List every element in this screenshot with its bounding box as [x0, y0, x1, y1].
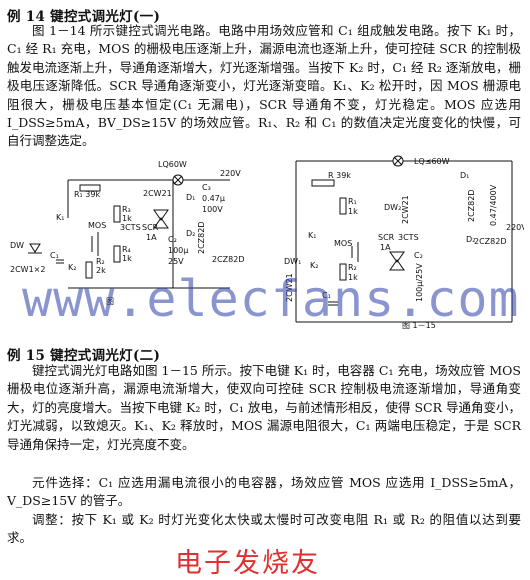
fig15-r1-resistor	[339, 197, 347, 215]
fig15-mos-label: MOS	[334, 239, 352, 248]
example-15-title: 例 15 键控式调光灯(二)	[7, 348, 161, 364]
fig14-scr-label: SCR	[142, 223, 159, 232]
fig14-r2-label: R₂	[96, 257, 105, 266]
fig14-r3-label: R₃	[122, 205, 131, 214]
fig14-c1-label: C₁	[50, 251, 59, 260]
r4-resistor	[113, 245, 121, 263]
fig15-dw1-label: DW₁	[284, 257, 301, 266]
fig15-r2-label: R₂	[348, 263, 357, 272]
fig14-mains-label: 220V	[220, 169, 241, 178]
fig14-c3-voltage: 100V	[202, 205, 223, 214]
fig14-r4-label: R₄	[122, 245, 131, 254]
zener-diode-dw	[29, 243, 41, 253]
fig14-r3-value: 1k	[122, 214, 132, 223]
fig15-c1-label: C₁	[322, 291, 331, 300]
fig15-c2-label: C₂	[414, 251, 423, 260]
fig15-c3-label: 0.47/400V	[489, 184, 498, 226]
fig14-r4-value: 1k	[122, 254, 132, 263]
r2-resistor	[85, 261, 93, 279]
fig15-scr-rating: 1A	[380, 243, 391, 252]
r-39k-resistor	[311, 179, 335, 187]
fig14-r1-label: R₁ 39k	[74, 190, 100, 199]
fig15-mains-label: 220V	[506, 223, 524, 232]
scr-triac-symbol	[153, 209, 169, 221]
fig15-zener-label: 2CW21	[401, 195, 410, 224]
fig14-figure-label: 图	[106, 297, 114, 306]
fig14-k2-label: K₂	[68, 263, 76, 272]
figure-1-14-circuit: LQ60W 220V R₁ 39k MOS R₃ 1k DW 2CW1×2 C₁…	[10, 160, 245, 306]
fig14-diode-type: 2CZ82D	[197, 222, 206, 255]
example-14-title: 例 14 键控式调光灯(一)	[7, 9, 161, 25]
fig14-c2-label: C₂	[168, 235, 177, 244]
fig15-cts-label: 3CTS	[398, 233, 419, 242]
example-14-body: 图 1－14 所示键控式调光电路。电路中用场效应管和 C₁ 组成触发电路。按下 …	[7, 23, 521, 149]
fig15-r2-value: 1k	[348, 273, 358, 282]
footer-watermark: 电子发烧友	[175, 548, 320, 579]
fig15-d1-label: D₁	[460, 171, 469, 180]
example-15-body: 键控式调光灯电路如图 1－15 所示。按下电键 K₁ 时，电容器 C₁ 充电，场…	[7, 363, 521, 452]
fig15-r1-value: 1k	[348, 207, 358, 216]
fig15-diode-type: 2CZ82D	[467, 190, 476, 223]
fig15-caption: 图 1－15	[402, 321, 436, 330]
fig14-mos-label: MOS	[88, 221, 106, 230]
fig14-d1-label: D₁	[186, 193, 195, 202]
r3-resistor	[113, 205, 121, 223]
fig14-r2-value: 2k	[96, 266, 106, 275]
fig15-d2-label: D₂	[466, 235, 475, 244]
fig15-r2-resistor	[339, 263, 347, 281]
fig14-zener-label: 2CW1×2	[10, 265, 45, 274]
fig14-scr-rating: 1A	[146, 233, 157, 242]
r1-resistor	[79, 184, 101, 192]
scr-triac-symbol-2	[389, 251, 405, 263]
fig14-k1-label: K₁	[56, 213, 64, 222]
fig15-diode-type-2: 2CZ82D	[474, 237, 507, 246]
fig14-c2-voltage: 25V	[168, 257, 184, 266]
fig14-c2-value: 100μ	[168, 246, 188, 255]
fig14-c3-label: C₃	[202, 183, 211, 192]
fig15-c2-value: 100μ/25V	[415, 263, 424, 302]
fig15-zener-label-2: 2CW21	[285, 273, 294, 302]
example-15-adjust: 调整：按下 K₁ 或 K₂ 时灯光变化太快或太慢时可改变电阻 R₁ 或 R₂ 的…	[7, 512, 521, 546]
figure-1-15-circuit: LQ≤60W R 39k K₁ K₂ R₁ 1k R₂ 1k MOS DW₁ D…	[284, 155, 524, 330]
fig14-c3-value: 0.47μ	[202, 194, 225, 203]
fig14-dw2-label: 2CW21	[143, 189, 172, 198]
fig15-r-label: R 39k	[328, 171, 351, 180]
fig15-k2-label: K₂	[310, 261, 318, 270]
fig14-lamp-label: LQ60W	[158, 160, 187, 169]
fig14-d2-label: D₂	[186, 229, 195, 238]
fig14-dw-label: DW	[10, 241, 24, 250]
fig14-diode-type-2: 2CZ82D	[212, 255, 245, 264]
watermark-url: www.elecfans.com	[22, 270, 520, 328]
example-15-components: 元件选择：C₁ 应选用漏电流很小的电容器，场效应管 MOS 应选用 I_DSS≥…	[7, 475, 521, 509]
fig15-k1-label: K₁	[308, 231, 316, 240]
fig15-dw2-label: DW₂	[384, 203, 401, 212]
fig15-scr-label: SCR	[378, 233, 395, 242]
fig15-r1-label: R₁	[348, 197, 357, 206]
fig14-cts-label: 3CTS	[120, 223, 141, 232]
